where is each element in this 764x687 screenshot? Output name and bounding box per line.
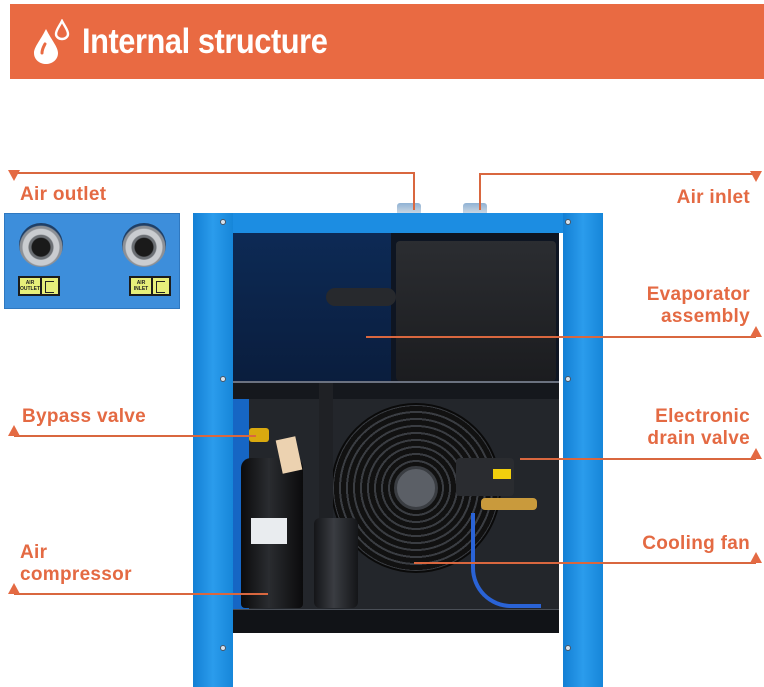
screw	[220, 219, 226, 225]
label-drain-line1: Electronic	[655, 406, 750, 427]
middle-shelf	[231, 381, 559, 399]
compressor-nameplate	[251, 518, 287, 544]
screw	[565, 376, 571, 382]
label-evaporator-line2: assembly	[660, 306, 750, 327]
screw	[565, 645, 571, 651]
label-evaporator-assembly: Evaporator assembly	[647, 284, 750, 328]
air-inlet-sticker-text: AIR INLET	[131, 278, 151, 294]
header-banner: Internal structure	[10, 4, 764, 79]
screw	[220, 376, 226, 382]
water-drops-icon	[34, 18, 70, 64]
outlet-fitting	[397, 203, 421, 213]
label-air-compressor: Air compressor	[20, 542, 132, 586]
inlet-fitting	[463, 203, 487, 213]
vertical-pipe	[319, 383, 333, 523]
frame-post-left	[193, 213, 233, 687]
label-air-line1: Air	[20, 542, 48, 563]
bypass-valve	[249, 428, 269, 442]
air-inlet-port	[122, 223, 166, 267]
triangle-marker-icon	[750, 552, 762, 563]
label-air-inlet: Air inlet	[676, 187, 750, 208]
frame-top	[193, 213, 603, 233]
outlet-arrow-icon	[42, 278, 58, 294]
triangle-marker-icon	[8, 170, 20, 181]
drain-brass-fitting	[481, 498, 537, 510]
liquid-separator	[314, 518, 358, 608]
blue-drain-hose	[471, 513, 541, 608]
label-evaporator-line1: Evaporator	[646, 284, 750, 305]
bottom-rail	[231, 609, 559, 633]
triangle-marker-icon	[750, 326, 762, 337]
label-electronic-drain-valve: Electronic drain valve	[647, 406, 750, 450]
drain-valve-sticker	[493, 469, 511, 479]
air-outlet-sticker-text: AIR OUTLET	[20, 278, 40, 294]
label-bypass-valve: Bypass valve	[22, 406, 147, 427]
ports-inset-photo: AIR OUTLET AIR INLET	[4, 213, 180, 309]
triangle-marker-icon	[750, 171, 762, 182]
back-panel	[231, 233, 391, 383]
inlet-arrow-icon	[153, 278, 169, 294]
machine-interior	[231, 233, 559, 633]
triangle-marker-icon	[8, 425, 20, 436]
triangle-marker-icon	[750, 448, 762, 459]
label-cooling-fan: Cooling fan	[642, 533, 750, 554]
air-outlet-port	[19, 223, 63, 267]
label-drain-line2: drain valve	[647, 428, 750, 449]
page-title: Internal structure	[82, 21, 328, 61]
label-air-line2: compressor	[20, 564, 132, 585]
frame-post-right	[563, 213, 603, 687]
fan-hub	[394, 466, 438, 510]
triangle-marker-icon	[8, 583, 20, 594]
evaporator-assembly	[396, 241, 556, 381]
air-outlet-sticker: AIR OUTLET	[18, 276, 60, 296]
air-inlet-sticker: AIR INLET	[129, 276, 171, 296]
evaporator-pipe	[326, 288, 396, 306]
label-air-outlet: Air outlet	[20, 184, 107, 205]
screw	[220, 645, 226, 651]
air-dryer-machine	[193, 213, 603, 687]
screw	[565, 219, 571, 225]
